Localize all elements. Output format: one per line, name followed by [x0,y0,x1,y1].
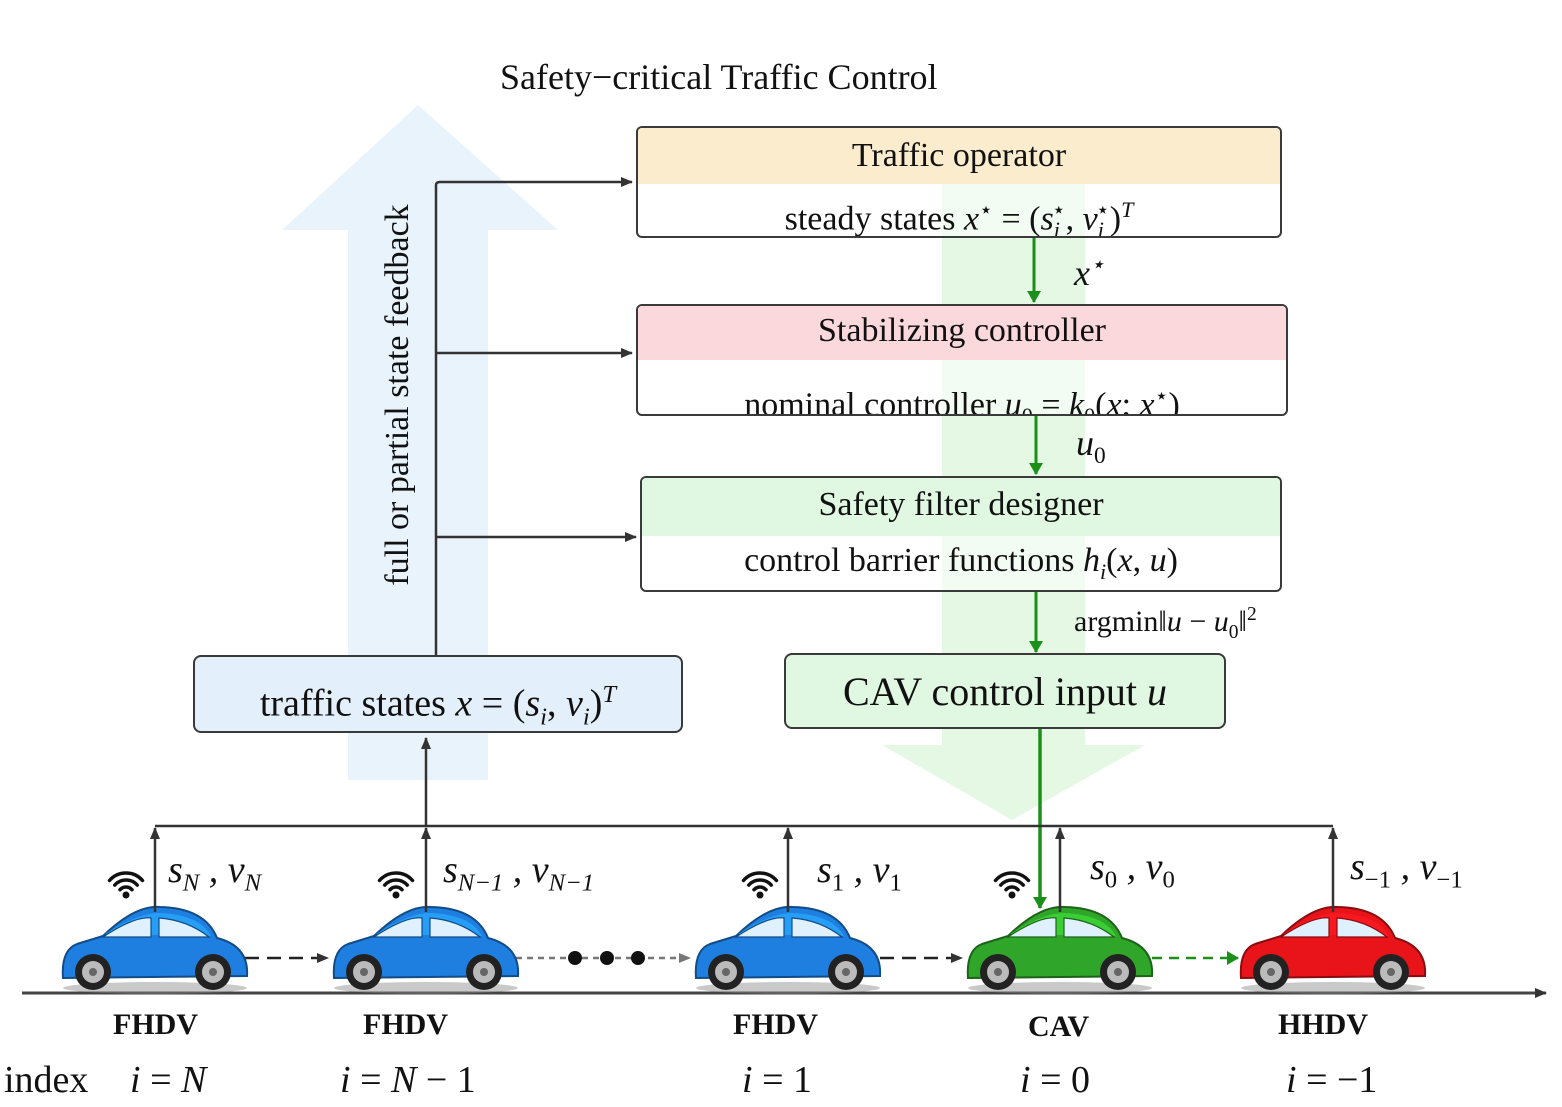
stabilizing-controller-body: nominal controller u0 = k0(x; x⋆) [744,383,1180,416]
xstar-label: x⋆ [1074,252,1105,293]
vehicle-type-3: CAV [1028,1010,1090,1043]
traffic-operator-title: Traffic operator [638,128,1280,184]
safety-filter-block: Safety filter designer control barrier f… [640,476,1282,592]
ellipsis-dot [600,951,614,965]
vehicle-fhdv-1 [332,905,520,994]
ellipsis-dot [631,951,645,965]
vehicle-hhdv-4 [1239,905,1427,994]
vehicle-fhdv-2 [694,905,882,994]
vehicle-type-2: FHDV [733,1008,818,1041]
traffic-operator-block: Traffic operator steady states x⋆ = (si⋆… [636,126,1282,238]
wifi-icon [377,871,415,899]
diagram-title: Safety−critical Traffic Control [500,57,938,97]
safety-filter-body: control barrier functions hi(x, u) [744,542,1178,584]
wifi-icon [107,871,145,899]
vehicle-index-2: i = 1 [742,1059,812,1101]
vehicle-type-1: FHDV [363,1008,448,1041]
traffic-states-block: traffic states x = (si, vi)T [193,655,683,733]
vehicle-type-0: FHDV [113,1008,198,1041]
stabilizing-controller-block: Stabilizing controller nominal controlle… [636,304,1288,416]
feedback-label: full or partial state feedback [379,204,416,586]
vehicle-type-4: HHDV [1278,1008,1368,1041]
wifi-icon [741,871,779,899]
vehicle-index-1: i = N − 1 [340,1059,476,1101]
traffic-states-label: traffic states x = (si, vi)T [259,681,617,731]
state-label-1: s1 , v1 [817,849,902,897]
state-label-minus1: s−1 , v−1 [1350,846,1463,894]
u0-label: u0 [1076,423,1106,470]
feedback-line [434,177,633,655]
traffic-operator-body: steady states x⋆ = (si⋆, vi⋆)T [784,197,1134,238]
wifi-icon [993,871,1031,899]
ellipsis-dot [568,951,582,965]
vehicle-cav-3 [966,905,1154,994]
state-label-0: s0 , v0 [1090,846,1175,894]
argmin-label: argmin‖u − u0‖2 [1074,604,1257,643]
state-label-N-1: sN−1 , vN−1 [443,849,595,897]
feedback-band-arrow [282,105,558,780]
vehicle-index-3: i = 0 [1020,1059,1090,1101]
vehicle-fhdv-0 [61,905,249,994]
vehicle-index-4: i = −1 [1286,1059,1378,1101]
vehicle-index-0: i = N [130,1059,207,1101]
cav-input-block: CAV control input u [784,653,1226,729]
index-label: index [4,1059,89,1101]
cav-input-label: CAV control input u [842,669,1168,714]
stabilizing-controller-title: Stabilizing controller [638,306,1286,360]
safety-filter-title: Safety filter designer [642,478,1280,536]
state-label-N: sN , vN [168,849,262,897]
